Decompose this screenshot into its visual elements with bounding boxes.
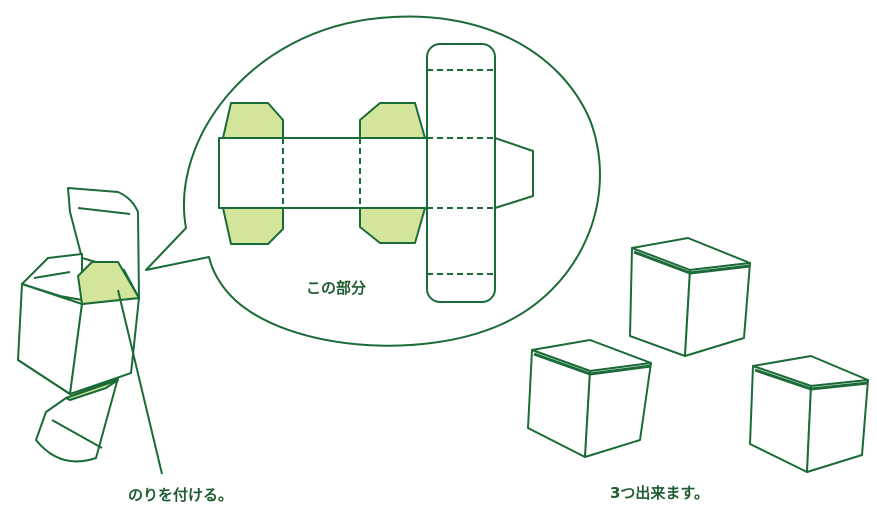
speech-bubble <box>145 15 601 347</box>
fold-lines <box>219 69 496 275</box>
bottom-glue <box>65 379 119 401</box>
cube-2 <box>527 339 652 458</box>
bubble-outline <box>145 15 601 347</box>
this-part-label: この部分 <box>306 279 367 297</box>
box-front-face <box>69 297 140 395</box>
cube-1 <box>629 237 751 357</box>
bottom-flap <box>35 377 119 463</box>
glue-flap-bottom-left <box>222 207 284 245</box>
net-side-tab <box>494 137 534 209</box>
box-glue-flap <box>77 261 140 305</box>
glue-pointer-line <box>117 289 163 475</box>
box-net <box>218 43 534 303</box>
result-label: 3つ出来ます。 <box>610 484 709 502</box>
cube-3 <box>749 355 869 473</box>
net-column <box>426 43 496 303</box>
glue-instruction-label: のりを付ける。 <box>128 486 234 504</box>
assembling-box <box>17 187 163 475</box>
